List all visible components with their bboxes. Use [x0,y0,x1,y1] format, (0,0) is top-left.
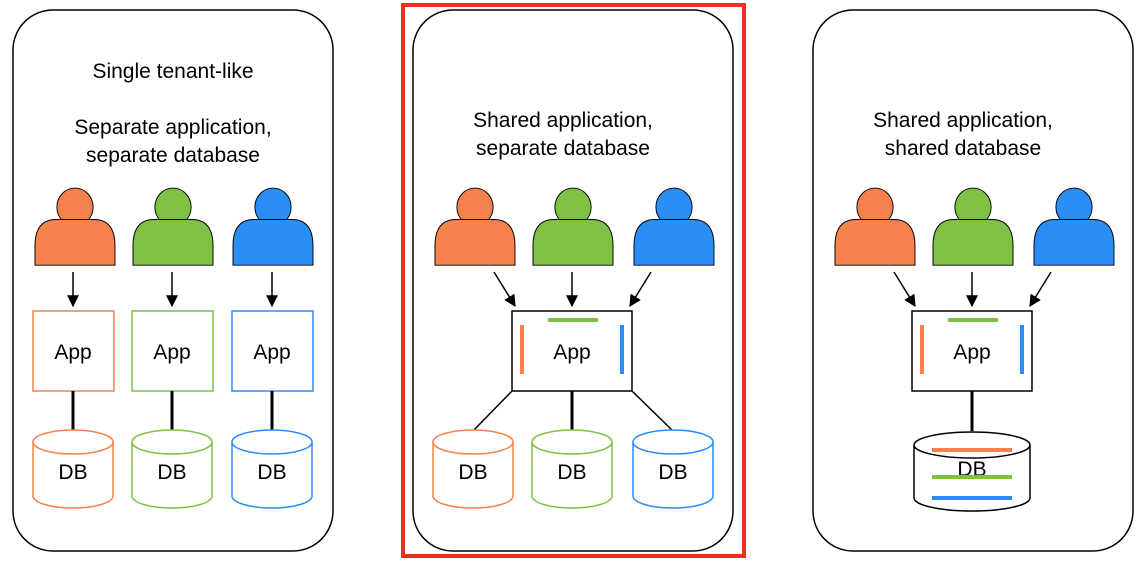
database-green-icon: DB [531,429,613,509]
panel-title-line-2: separate database [86,144,260,167]
panel-separate-app-separate-db: Single tenant-like Separate application,… [12,9,334,552]
db-label: DB [458,461,487,484]
tenant-orange-icon [34,187,116,266]
app-box-green: App [131,310,214,392]
shared-app-box: App [511,310,633,392]
highlight-frame [401,3,746,558]
tenant-blue-icon [232,187,314,266]
tenant-blue-icon [1033,187,1115,266]
panel-subtitle: Single tenant-like [92,60,253,83]
panel-title-line-1: Separate application, [74,116,271,139]
arrow [493,271,516,308]
database-blue-icon: DB [632,429,714,509]
app-box-blue: App [231,310,314,392]
panel-title-line-1: Shared application, [473,109,653,132]
panel-title-line-2: shared database [885,137,1041,160]
db-label: DB [257,461,286,484]
tenant-green-icon [532,187,614,266]
app-label: App [953,341,990,364]
db-label: DB [157,461,186,484]
shared-app-box: App [911,310,1033,392]
db-label: DB [658,461,687,484]
panel-frame [12,9,334,552]
app-label: App [253,341,290,364]
panel-frame [412,9,734,552]
database-orange-icon: DB [32,429,114,509]
database-orange-icon: DB [432,429,514,509]
app-label: App [54,341,91,364]
database-blue-icon: DB [231,429,313,509]
connector [631,390,674,432]
database-green-icon: DB [131,429,213,509]
panel-title-line-1: Shared application, [873,109,1053,132]
db-label: DB [58,461,87,484]
app-label: App [553,341,590,364]
tenant-orange-icon [834,187,916,266]
panel-shared-app-shared-db: Shared application, shared database App … [812,9,1134,552]
panel-title-line-2: separate database [476,137,650,160]
arrow [629,271,652,308]
panel-frame [812,9,1134,552]
panel-shared-app-separate-db: Shared application, separate database Ap… [401,3,746,558]
tenant-orange-icon [434,187,516,266]
tenant-blue-icon [633,187,715,266]
shared-database-icon: DB [913,431,1031,512]
app-label: App [153,341,190,364]
db-label: DB [557,461,586,484]
tenant-green-icon [132,187,214,266]
app-box-orange: App [32,310,115,392]
tenant-green-icon [932,187,1014,266]
connector [472,390,513,432]
arrow [1029,271,1052,308]
arrow [893,271,916,308]
